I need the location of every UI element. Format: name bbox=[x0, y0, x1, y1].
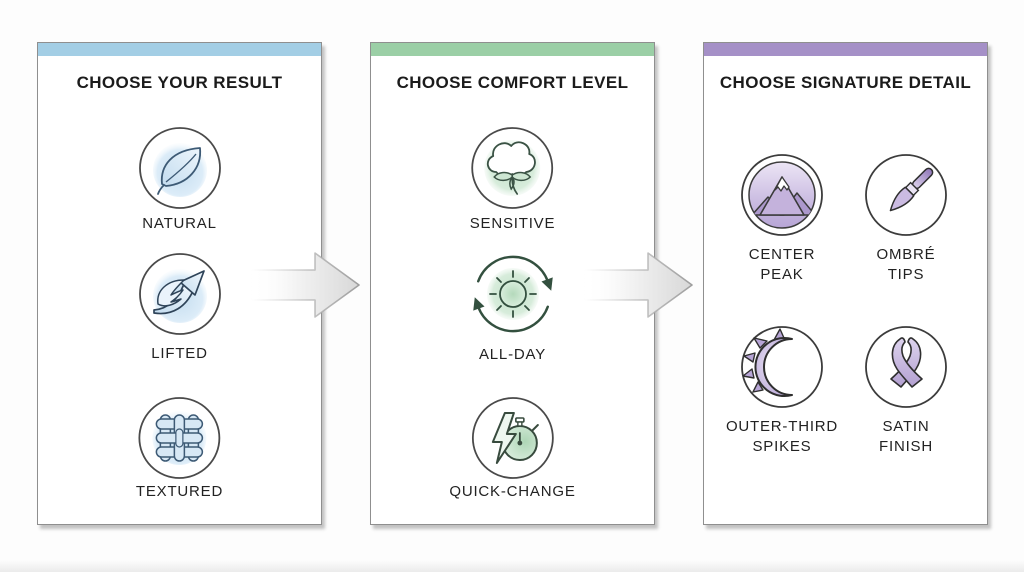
option-label: SENSITIVE bbox=[469, 215, 556, 232]
sun-cycle-icon bbox=[466, 247, 560, 341]
flow-arrow-icon bbox=[584, 249, 694, 321]
panel-choose-detail: CHOOSE SIGNATURE DETAIL bbox=[703, 42, 988, 525]
accent-bar-purple bbox=[704, 43, 987, 56]
leaf-icon bbox=[138, 126, 222, 210]
spiked-crescent-icon bbox=[740, 325, 824, 409]
option-label: QUICK-CHANGE bbox=[449, 483, 576, 500]
option-label: OUTER-THIRD SPIKES bbox=[725, 418, 839, 455]
panel-title: CHOOSE SIGNATURE DETAIL bbox=[719, 73, 972, 92]
option-center-peak[interactable]: CENTER PEAK bbox=[707, 153, 857, 285]
option-all-day[interactable]: ALL-DAY bbox=[466, 247, 560, 365]
option-natural[interactable]: NATURAL bbox=[138, 126, 222, 234]
option-textured[interactable]: TEXTURED bbox=[136, 396, 223, 502]
option-quick-change[interactable]: QUICK-CHANGE bbox=[449, 396, 575, 502]
option-label: TEXTURED bbox=[135, 483, 224, 500]
option-ombre-tips[interactable]: OMBRÉ TIPS bbox=[831, 153, 981, 285]
option-label: ALL-DAY bbox=[478, 346, 546, 363]
option-label: LIFTED bbox=[151, 345, 208, 362]
panel-title: CHOOSE YOUR RESULT bbox=[76, 73, 283, 92]
option-lifted[interactable]: LIFTED bbox=[138, 252, 222, 364]
cotton-boll-icon bbox=[471, 126, 555, 210]
accent-bar-blue bbox=[38, 43, 321, 56]
mountain-peak-icon bbox=[740, 153, 824, 237]
stopwatch-lightning-icon bbox=[471, 396, 555, 480]
option-label: OMBRÉ TIPS bbox=[876, 246, 936, 283]
paintbrush-icon bbox=[864, 153, 948, 237]
woven-texture-icon bbox=[138, 396, 222, 480]
option-satin-finish[interactable]: SATIN FINISH bbox=[831, 325, 981, 457]
option-label: CENTER PEAK bbox=[748, 246, 816, 283]
option-sensitive[interactable]: SENSITIVE bbox=[470, 126, 556, 234]
awareness-ribbon-icon bbox=[864, 325, 948, 409]
accent-bar-green bbox=[371, 43, 654, 56]
winged-arrow-icon bbox=[138, 252, 222, 336]
option-label: NATURAL bbox=[142, 215, 217, 232]
bottom-shadow-band bbox=[0, 560, 1024, 572]
flow-arrow-icon bbox=[251, 249, 361, 321]
option-outer-third-spikes[interactable]: OUTER-THIRD SPIKES bbox=[707, 325, 857, 457]
panel-title: CHOOSE COMFORT LEVEL bbox=[396, 73, 629, 92]
option-label: SATIN FINISH bbox=[879, 418, 933, 455]
